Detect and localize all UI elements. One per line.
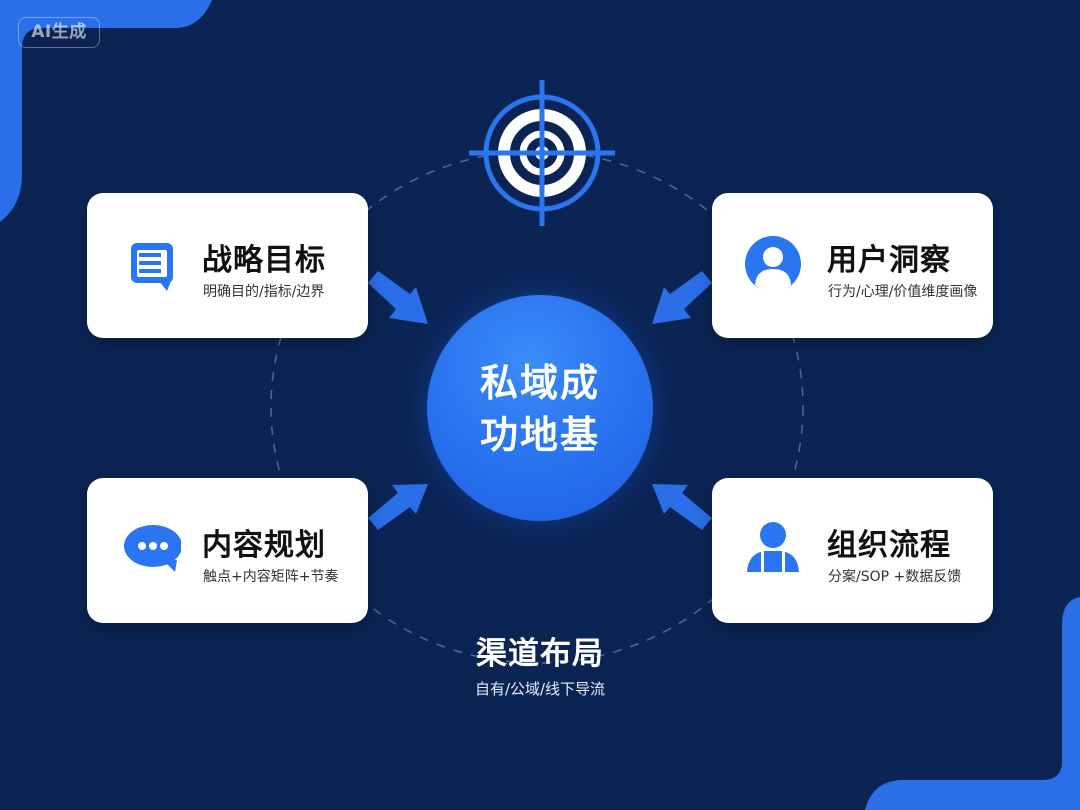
card-user-insight[interactable]: 用户洞察 行为/心理/价值维度画像 [712, 193, 993, 338]
arrow-top-right-icon [652, 271, 712, 324]
corner-decor-bottom-right [865, 597, 1080, 810]
channel-layout-subtitle: 自有/公域/线下导流 [474, 680, 606, 698]
card-strategy-goal[interactable]: 战略目标 明确目的/指标/边界 [87, 193, 368, 338]
chat-bubble-icon [124, 525, 181, 572]
card-subtitle: 触点+内容矩阵+节奏 [203, 569, 339, 585]
document-chat-icon [131, 243, 173, 291]
card-subtitle: 明确目的/指标/边界 [203, 284, 325, 300]
person-icon [747, 522, 799, 572]
card-title: 用户洞察 [827, 243, 951, 278]
arrow-top-left-icon [368, 271, 428, 324]
center-label-line1: 私域成 [479, 361, 600, 405]
center-label-line2: 功地基 [479, 413, 600, 457]
card-org-process[interactable]: 组织流程 分案/SOP +数据反馈 [712, 478, 993, 623]
ai-generated-badge: AI生成 [18, 17, 100, 48]
center-label: 私域成 功地基 [427, 357, 653, 461]
target-crosshair-icon [469, 80, 615, 226]
card-subtitle: 分案/SOP +数据反馈 [828, 569, 962, 585]
arrow-bottom-left-icon [368, 484, 428, 530]
arrow-bottom-right-icon [652, 484, 712, 530]
card-title: 内容规划 [202, 528, 326, 563]
card-subtitle: 行为/心理/价值维度画像 [828, 284, 978, 300]
card-title: 组织流程 [827, 528, 951, 563]
card-content-planning[interactable]: 内容规划 触点+内容矩阵+节奏 [87, 478, 368, 623]
channel-layout-title: 渠道布局 [476, 636, 604, 672]
card-title: 战略目标 [202, 243, 326, 278]
user-avatar-icon [745, 236, 801, 293]
center-hub[interactable]: 私域成 功地基 [427, 295, 653, 521]
